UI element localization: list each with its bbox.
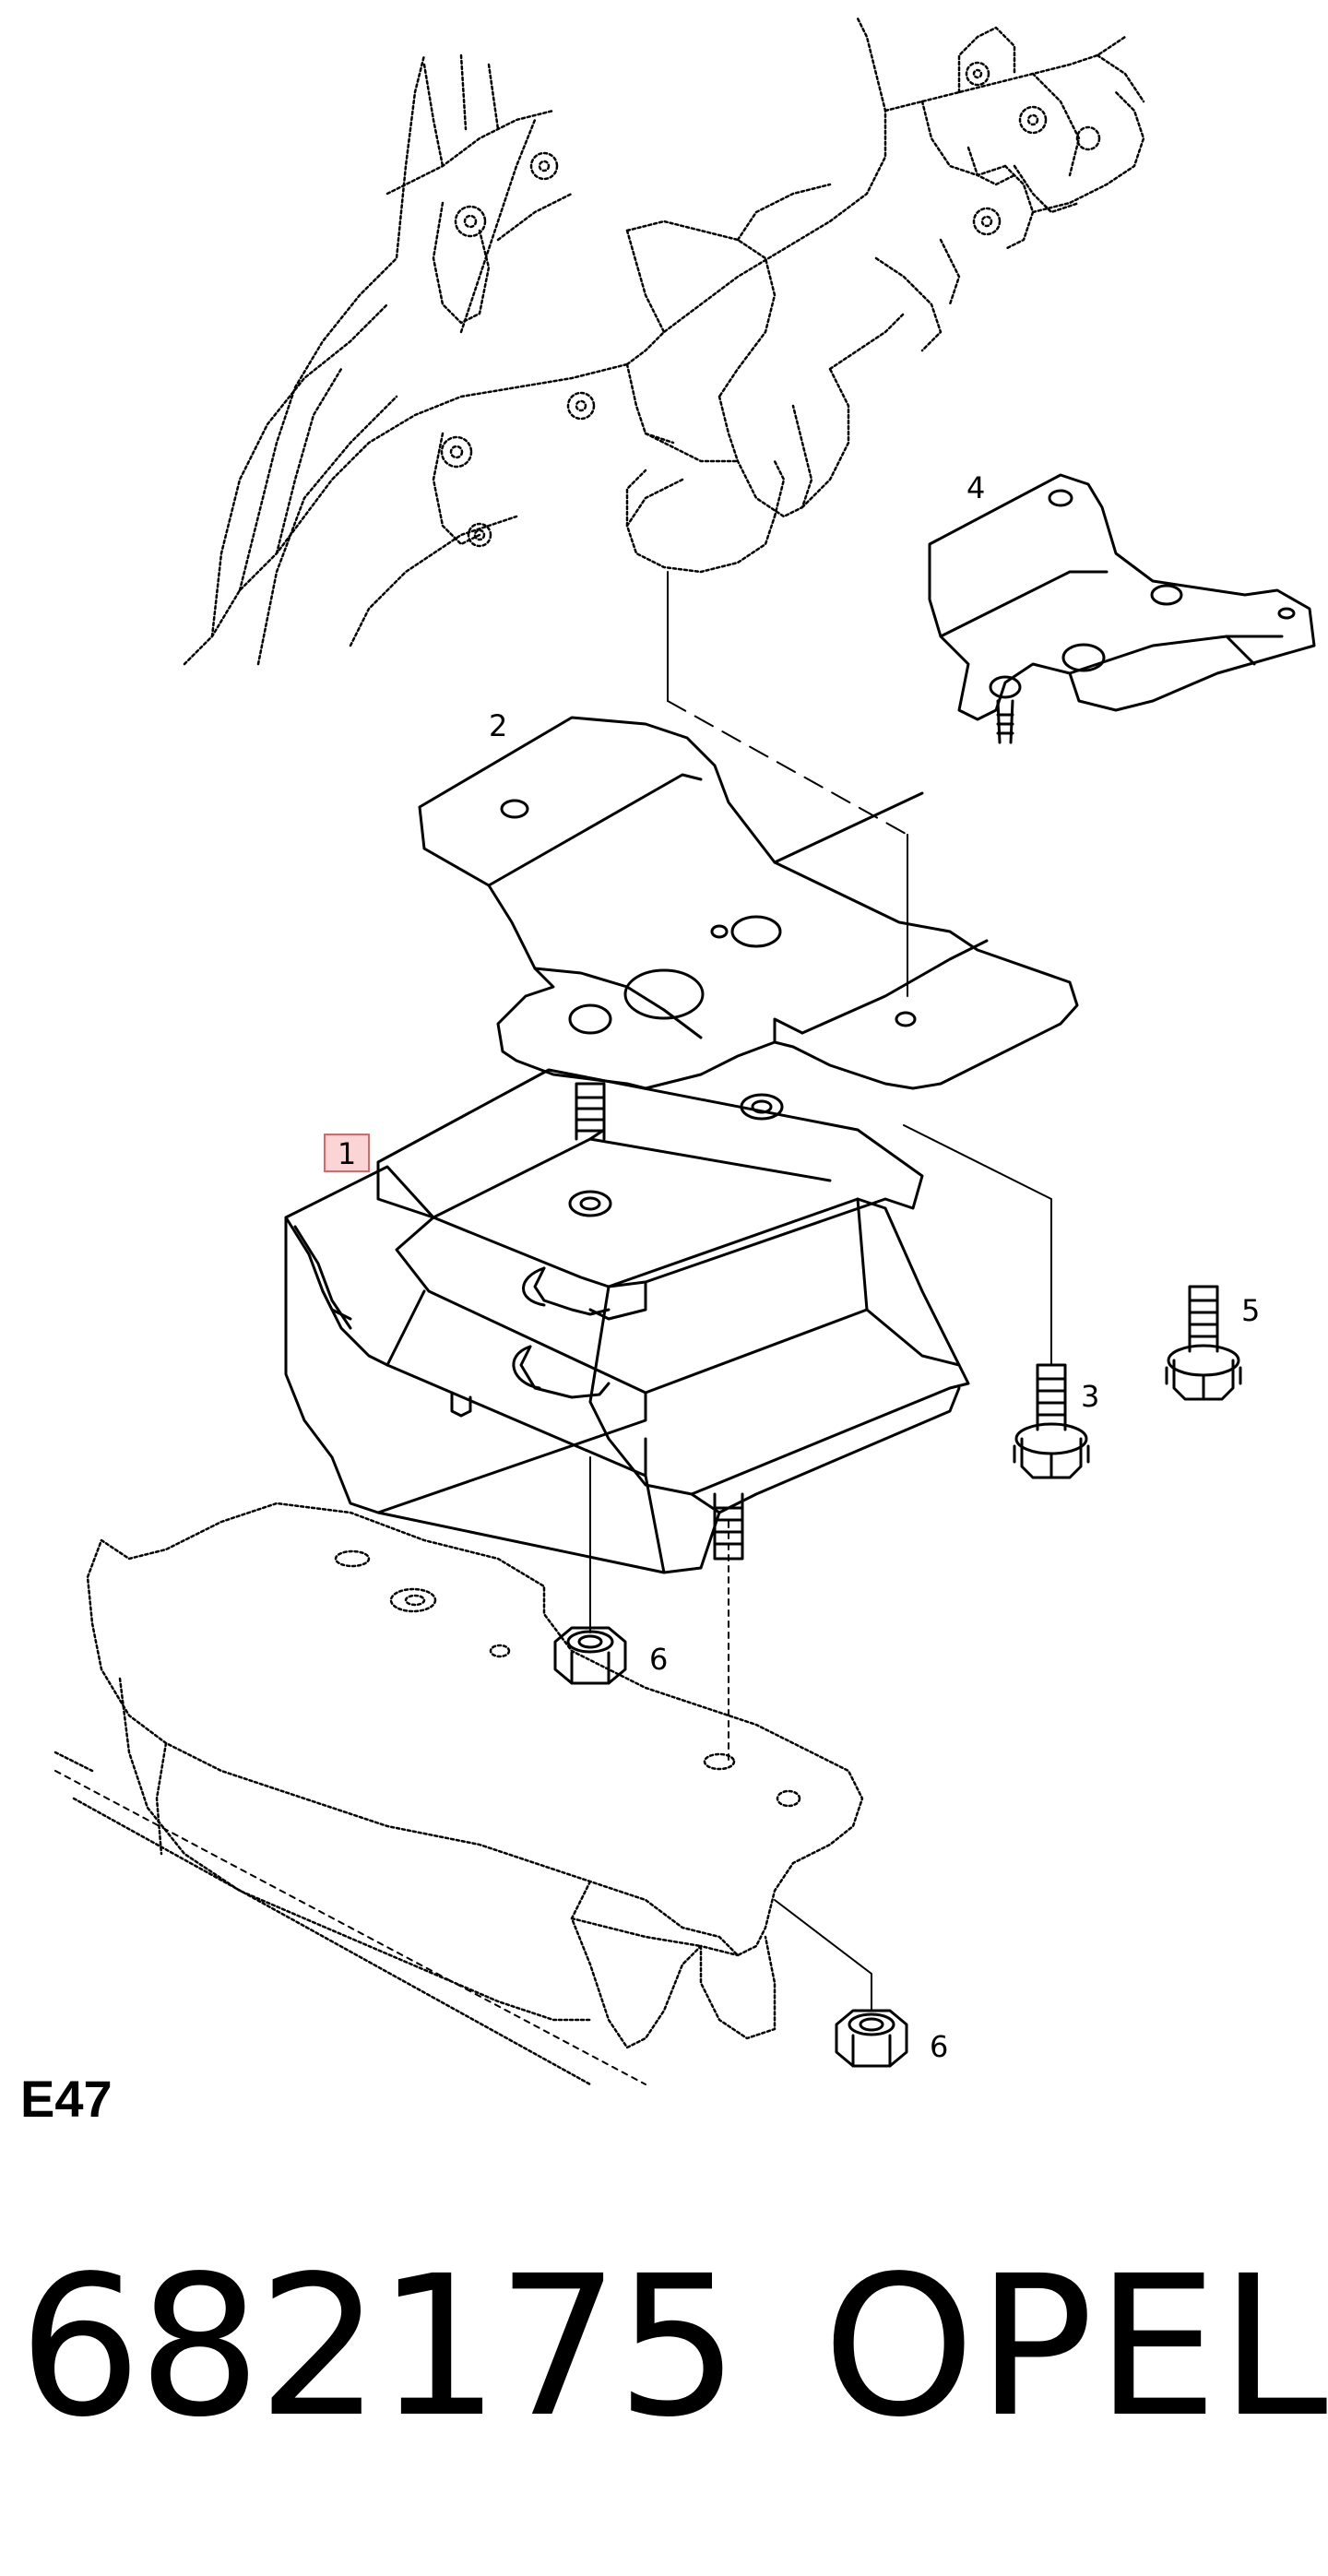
part-3-bolt [1013, 1363, 1090, 1479]
engine-linkage-details [432, 61, 1101, 548]
alignment-leaders [589, 571, 1052, 2012]
label-part-1: 1 [338, 1136, 356, 1171]
part-2-plate [418, 716, 1079, 1090]
footer-caption: 682175 OPEL [18, 2234, 1328, 2490]
part-5-bolt [1165, 1285, 1242, 1401]
part-1-callout-box [324, 1134, 370, 1172]
label-part-6-lower: 6 [930, 2029, 948, 2064]
label-part-4: 4 [966, 470, 985, 505]
frame-lower-rail [54, 1770, 646, 2085]
section-code: E47 [20, 2070, 113, 2128]
label-part-3: 3 [1081, 1379, 1099, 1414]
brand-name: OPEL [823, 2234, 1328, 2460]
frame-crossmember [53, 1502, 864, 2086]
label-part-2: 2 [489, 708, 507, 743]
label-part-6-upper: 6 [649, 1642, 668, 1677]
label-part-5: 5 [1241, 1293, 1260, 1328]
part-1-engine-mount [284, 1068, 970, 1574]
part-4-bracket [928, 473, 1316, 744]
part-6-lower-nut [835, 2009, 908, 2068]
part-6-upper-nut [553, 1626, 627, 1685]
engine-block-outline [183, 17, 1145, 666]
part-number: 682175 [18, 2234, 740, 2460]
diagram-drawing: 1 2 3 4 5 6 6 [53, 17, 1316, 2086]
